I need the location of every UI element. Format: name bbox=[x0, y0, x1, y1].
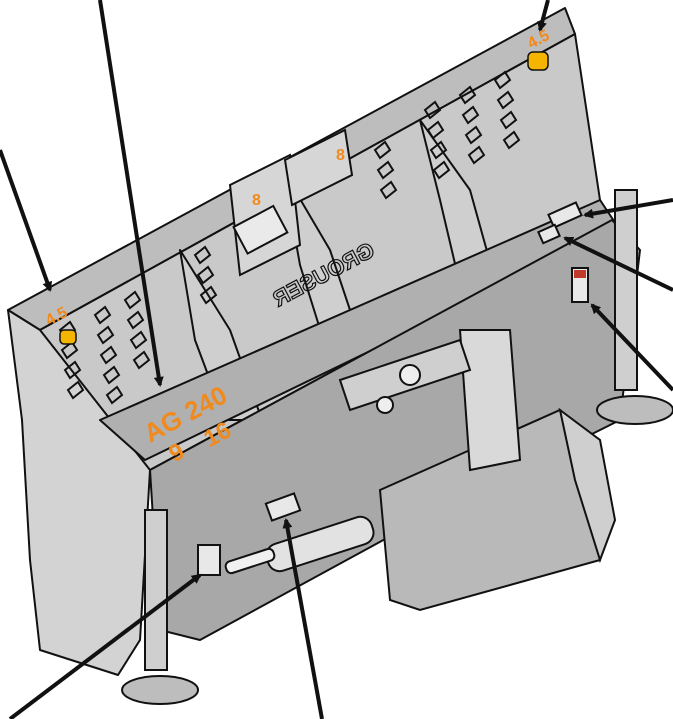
callout-arrow-right-3 bbox=[590, 303, 673, 392]
skid-left-post bbox=[144, 509, 168, 671]
warning-decal-left bbox=[197, 544, 221, 576]
blade-body bbox=[7, 7, 641, 676]
callout-arrow-bottom-center bbox=[282, 518, 324, 719]
callout-arrow-right-1 bbox=[583, 198, 673, 219]
blade-left-end bbox=[7, 309, 151, 676]
lift-point-icons bbox=[59, 51, 549, 345]
mount-window bbox=[232, 204, 289, 255]
warning-decal-right-red bbox=[574, 270, 586, 278]
skid-right-shoe bbox=[596, 395, 673, 425]
lift-point-icon-left bbox=[59, 329, 77, 345]
skid-right bbox=[537, 189, 673, 425]
hitch-plate bbox=[558, 407, 617, 564]
pivot-pin-2 bbox=[376, 396, 394, 414]
skid-left-shoe bbox=[121, 675, 199, 705]
callout-arrow-top-center bbox=[98, 0, 164, 387]
info-decal-right-2 bbox=[537, 223, 561, 245]
hydraulic-assembly bbox=[224, 329, 617, 612]
skid-left bbox=[121, 509, 221, 705]
mount-label-right: 8 bbox=[336, 147, 345, 164]
callout-arrow-top-right bbox=[537, 0, 550, 32]
pivot-pin bbox=[399, 364, 421, 386]
lift-point-icon-right bbox=[527, 51, 549, 71]
lift-cylinder-rod bbox=[224, 547, 276, 575]
mount-label-left: 8 bbox=[252, 192, 261, 209]
center-decal bbox=[264, 492, 302, 522]
center-bracket bbox=[458, 329, 522, 472]
skid-right-post bbox=[614, 189, 638, 391]
info-decal-right bbox=[547, 201, 583, 229]
callout-arrow-bottom-left bbox=[8, 573, 202, 719]
mount-plate-right bbox=[283, 128, 354, 207]
tread-cutouts bbox=[58, 70, 521, 405]
callout-arrow-right-2 bbox=[563, 236, 673, 292]
mount-plates bbox=[228, 128, 354, 277]
callout-arrow-top-left bbox=[0, 149, 53, 292]
